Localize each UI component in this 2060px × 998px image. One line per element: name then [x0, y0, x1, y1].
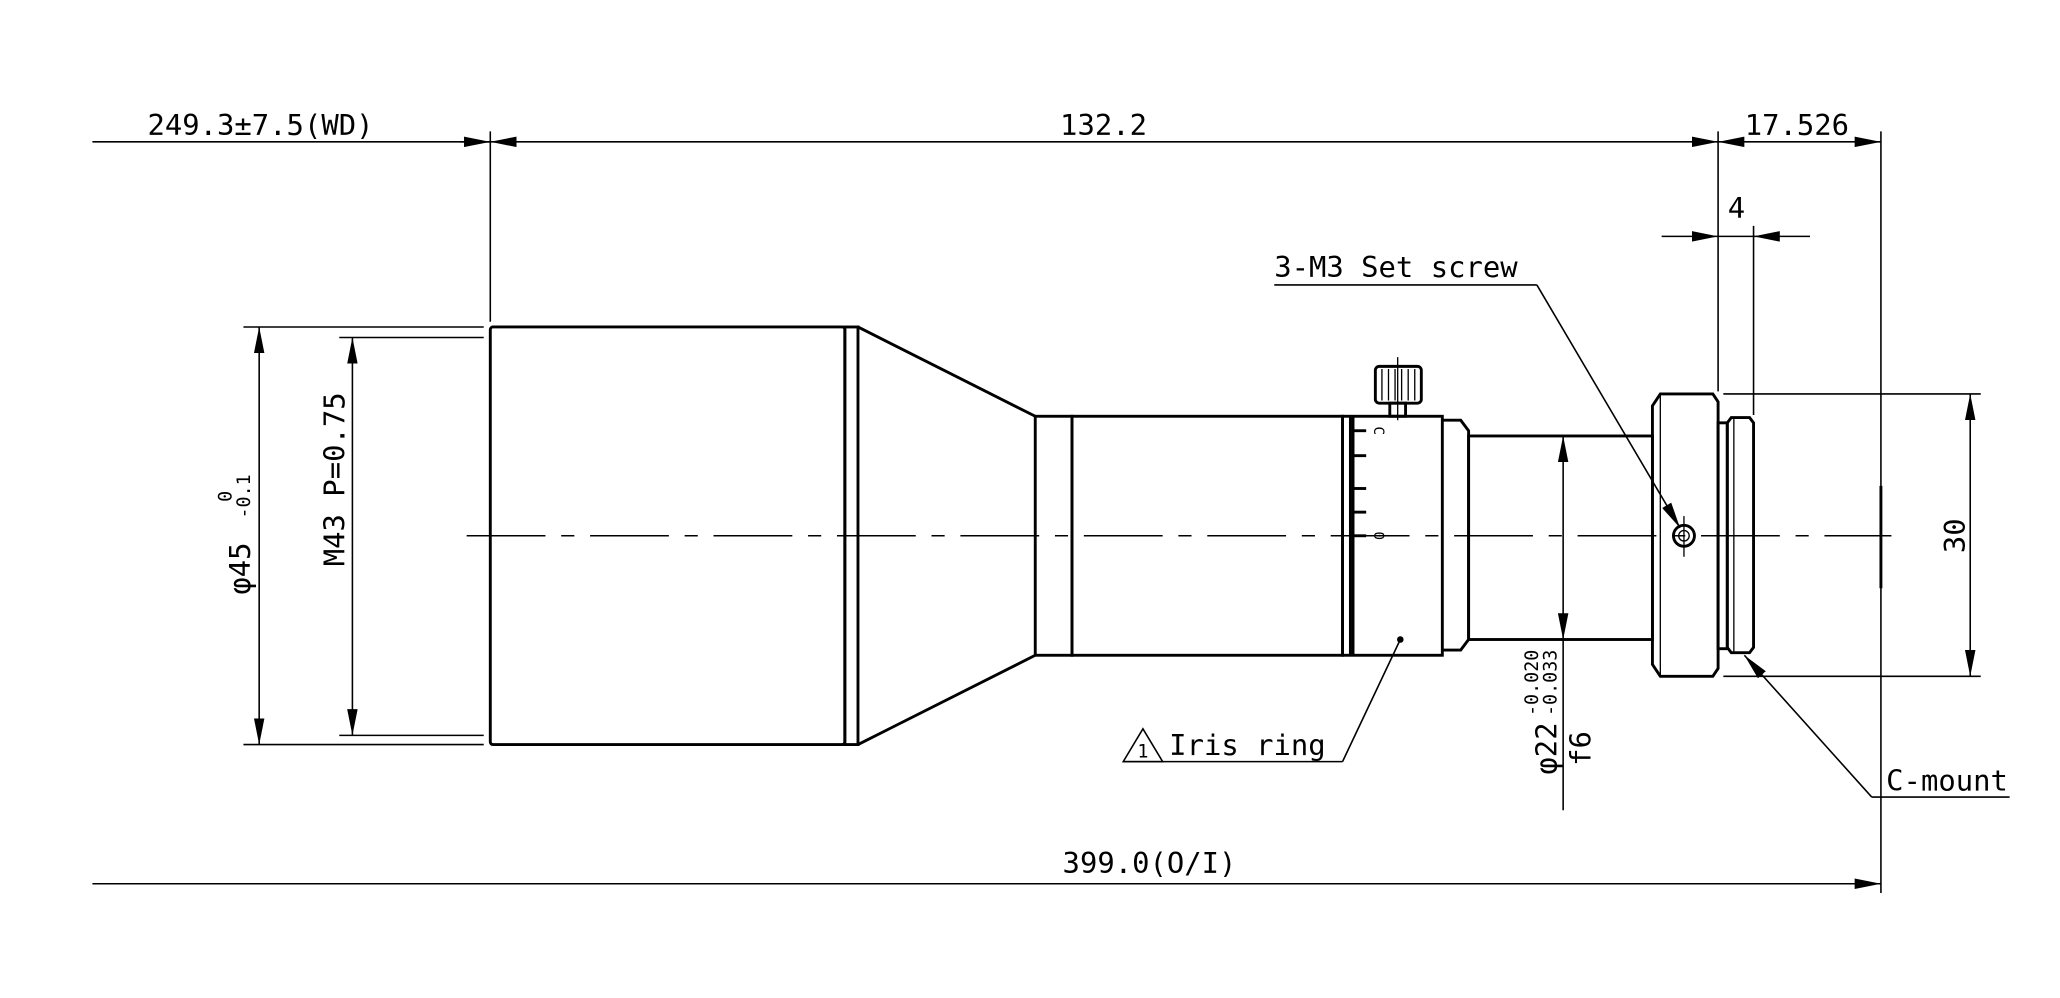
c-mount-thread: [1725, 416, 1755, 655]
mount-diameter-label: 30: [1938, 518, 1972, 553]
barrel-fit-label: f6: [1564, 731, 1598, 766]
iris-lock-knob-icon[interactable]: [1373, 357, 1423, 421]
set-screw-icon: [1672, 516, 1696, 557]
wd-label: 249.3±7.5(WD): [147, 108, 373, 142]
barrel-diameter-dimension: φ22 -0.020 -0.033 f6: [1522, 435, 1598, 811]
mount-step-dimension: 4: [1661, 191, 1811, 242]
front-diameter-tol-upper: 0: [216, 491, 237, 502]
iris-scale: C 0: [1353, 426, 1404, 643]
front-thread-dimension: M43 P=0.75: [318, 337, 358, 736]
note-number: 1: [1137, 742, 1148, 763]
iris-ring-callout: 1 Iris ring: [1121, 639, 1402, 763]
mount-step-label: 4: [1728, 191, 1745, 225]
iris-close-label: C: [1370, 426, 1386, 435]
mount-diameter-dimension: 30: [1938, 393, 1976, 677]
front-diameter-dimension: φ45 0 -0.1: [216, 326, 265, 745]
set-screw-callout: 3-M3 Set screw: [1274, 250, 1681, 529]
flange-back-dimension: 17.526: [1718, 108, 1881, 148]
length-label: 132.2: [1060, 108, 1147, 142]
front-diameter-tol-lower: -0.1: [234, 474, 255, 518]
front-thread-label: M43 P=0.75: [318, 392, 352, 566]
length-dimension: 132.2: [490, 108, 1719, 148]
extension-lines: [243, 131, 1981, 893]
total-length-label: 399.0(O/I): [1063, 846, 1237, 880]
barrel-tol-lower: -0.033: [1541, 650, 1562, 716]
iris-open-label: 0: [1370, 531, 1386, 540]
iris-ring-label: Iris ring: [1169, 728, 1325, 762]
barrel-tol-upper: -0.020: [1522, 650, 1543, 716]
c-mount-callout: C-mount: [1743, 654, 2010, 798]
front-diameter-label: φ45: [223, 543, 257, 595]
flange-back-label: 17.526: [1745, 108, 1849, 142]
total-length-dimension: 399.0(O/I): [92, 846, 1881, 890]
set-screw-label: 3-M3 Set screw: [1274, 250, 1518, 284]
barrel-diameter-label: φ22: [1530, 722, 1564, 774]
c-mount-label: C-mount: [1886, 764, 2008, 798]
wd-dimension: 249.3±7.5(WD): [92, 108, 491, 148]
